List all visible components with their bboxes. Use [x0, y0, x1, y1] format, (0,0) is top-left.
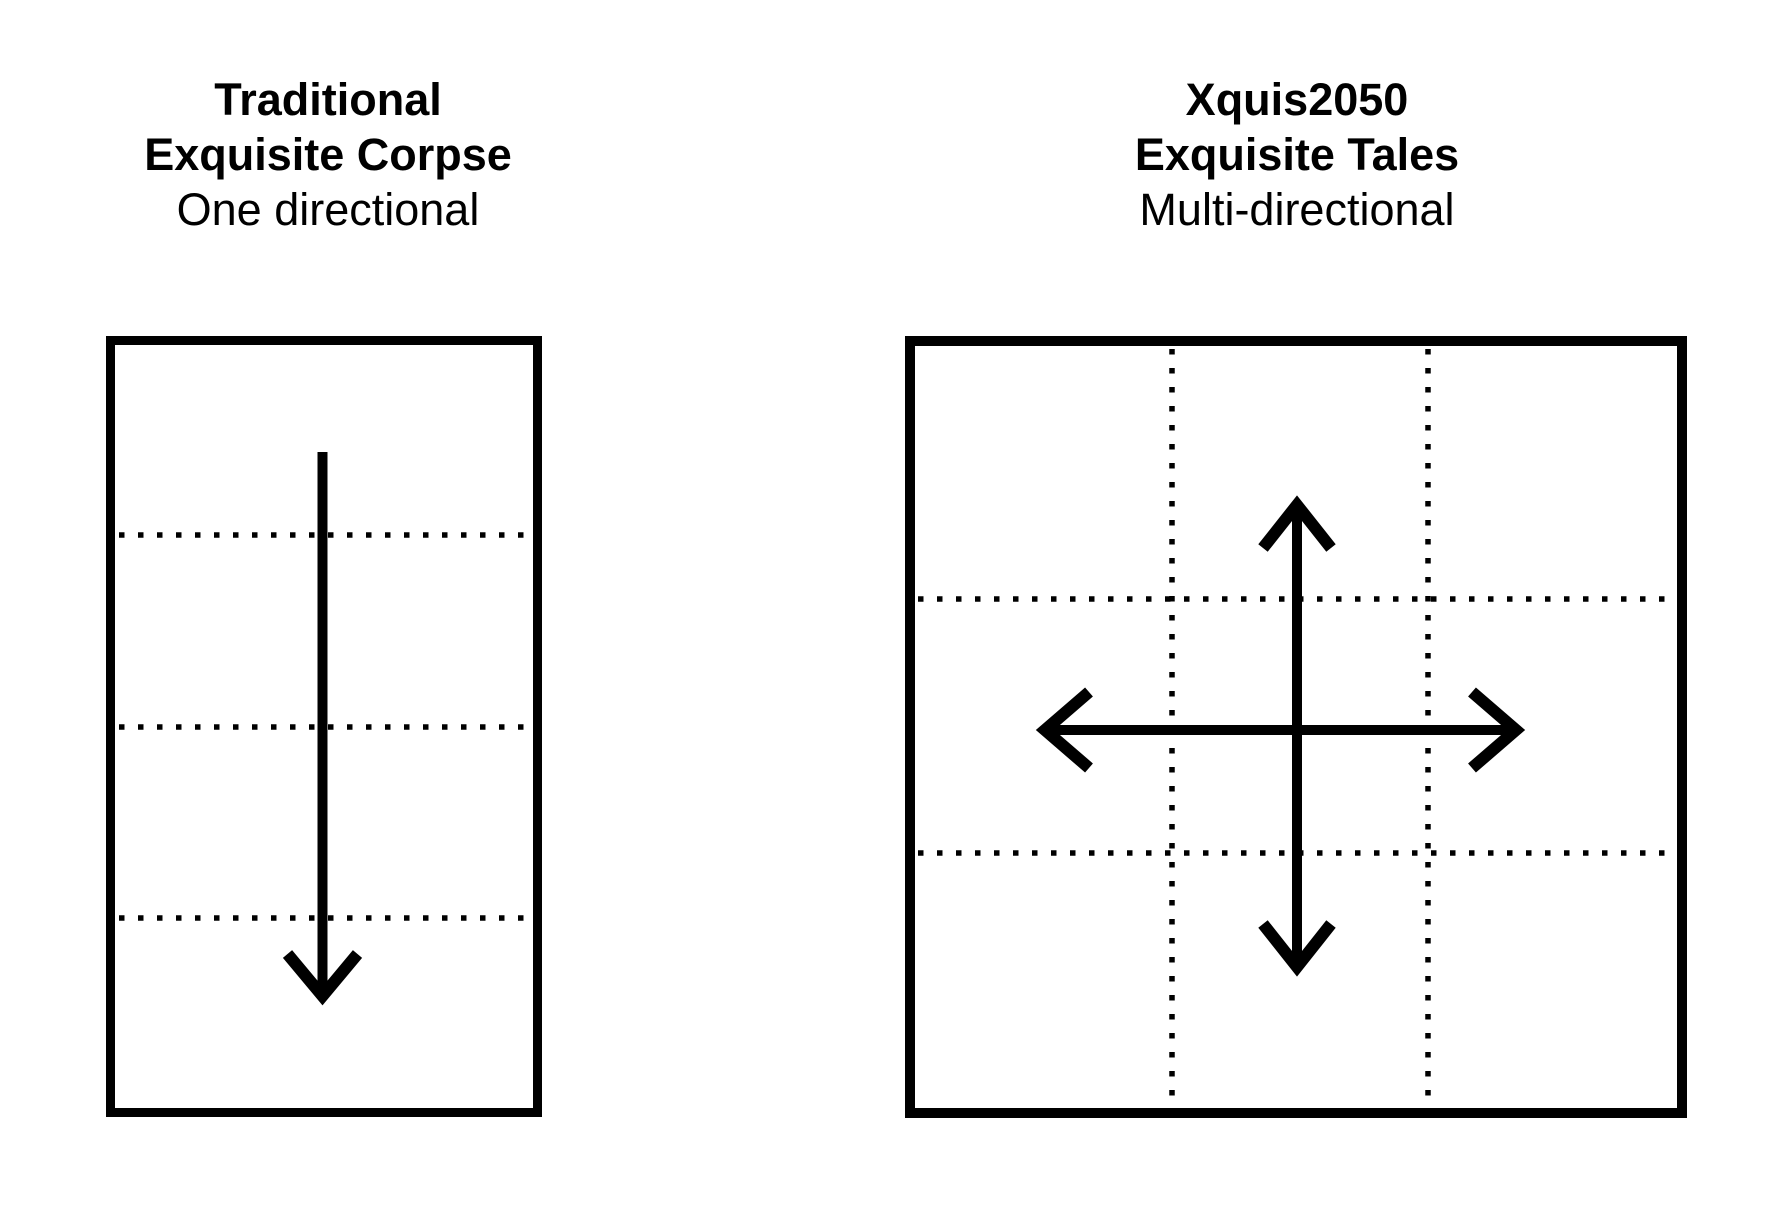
up-arrowhead: [1258, 495, 1336, 552]
right-title: Xquis2050 Exquisite Tales Multi-directio…: [1135, 72, 1459, 237]
left-title-line2: Exquisite Corpse: [144, 129, 512, 180]
right-title-line2: Exquisite Tales: [1134, 129, 1460, 180]
multi-directional-page: [905, 336, 1687, 1118]
four-way-arrows-icon: [1035, 495, 1526, 977]
left-arrowhead: [1035, 687, 1093, 773]
down-arrowhead: [1258, 920, 1336, 977]
right-subtitle: Multi-directional: [1139, 184, 1455, 235]
left-title-line1: Traditional: [214, 74, 442, 125]
left-subtitle: One directional: [176, 184, 480, 235]
page-border: [106, 336, 542, 1117]
right-title-line1: Xquis2050: [1185, 74, 1409, 125]
down-arrow-icon: [282, 452, 363, 1006]
down-arrowhead: [282, 950, 363, 1006]
right-arrowhead: [1468, 687, 1526, 773]
page-border: [905, 336, 1687, 1118]
left-title: Traditional Exquisite Corpse One directi…: [144, 72, 512, 237]
one-directional-page: [106, 336, 542, 1117]
